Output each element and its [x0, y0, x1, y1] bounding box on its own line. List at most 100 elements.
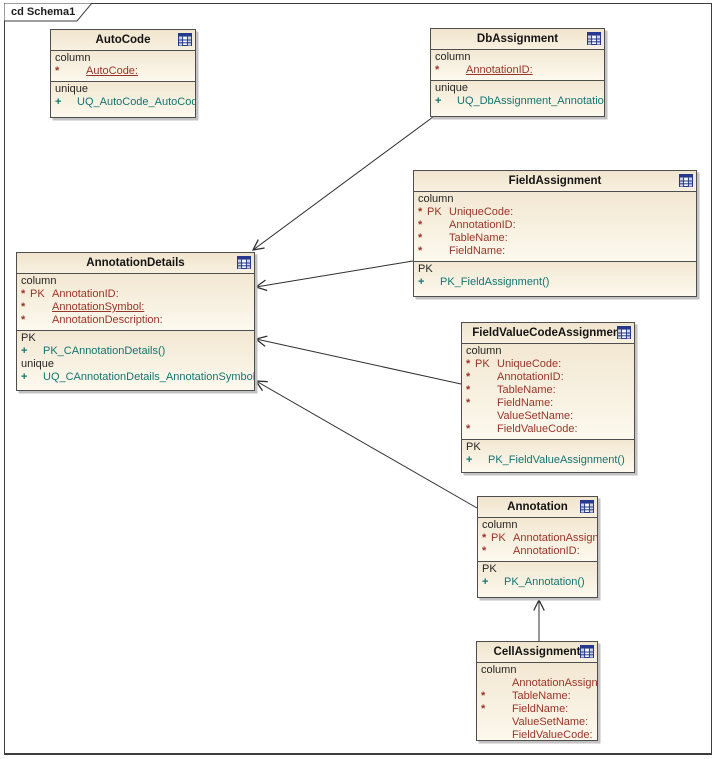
entity-annotation[interactable]: Annotationcolumn*PKAnnotationAssignID:*A…	[477, 496, 598, 598]
mandatory-star: *	[482, 532, 487, 544]
entity-header[interactable]: FieldValueCodeAssignment	[462, 323, 634, 343]
public-plus: +	[21, 371, 28, 383]
column-row[interactable]: *AnnotationID:	[462, 371, 634, 384]
operation-row[interactable]: +UQ_AutoCode_AutoCode()	[51, 96, 195, 109]
column-row[interactable]: AnnotationAssignID:	[477, 677, 597, 690]
column-name: AnnotationAssignID:	[513, 532, 598, 544]
entity-title: CellAssignment	[493, 646, 581, 658]
column-row[interactable]: *AnnotationID:	[431, 64, 604, 77]
section-label: column	[431, 51, 604, 64]
entity-section: PK+PK_Annotation()	[478, 561, 597, 597]
entity-section: unique+UQ_DbAssignment_AnnotationID()	[431, 80, 604, 116]
column-name: AnnotationID:	[449, 219, 516, 231]
section-label-text: unique	[55, 83, 89, 95]
connector-annotation-to-annotationdetails[interactable]	[256, 381, 478, 509]
section-label-text: PK	[418, 263, 433, 275]
entity-header[interactable]: Annotation	[478, 497, 597, 517]
connector-dbassignment-to-annotationdetails[interactable]	[253, 116, 434, 250]
column-name: AnnotationID:	[497, 371, 564, 383]
entity-header[interactable]: FieldAssignment	[414, 171, 696, 191]
column-name: ValueSetName:	[512, 716, 589, 728]
column-row[interactable]: *FieldName:	[462, 397, 634, 410]
public-plus: +	[482, 576, 489, 588]
section-label: PK	[17, 332, 254, 345]
column-row[interactable]: *AutoCode:	[51, 65, 195, 78]
entity-dbassignment[interactable]: DbAssignment column*AnnotationID: unique+U…	[430, 28, 605, 117]
entity-section: PK+ PK_FieldAssignment()	[414, 261, 696, 296]
column-row[interactable]: *TableName:	[477, 690, 597, 703]
column-row[interactable]: FieldValueCode:	[477, 729, 597, 741]
operation-row[interactable]: +PK_Annotation()	[478, 576, 597, 589]
mandatory-star: *	[418, 219, 423, 231]
mandatory-star: *	[482, 545, 487, 557]
mandatory-star: *	[466, 397, 471, 409]
operation-name: PK_CAnnotationDetails()	[43, 345, 166, 357]
connector-fieldvaluecodeassignment-to-annotationdetails[interactable]	[256, 339, 462, 385]
column-row[interactable]: ValueSetName:	[462, 410, 634, 423]
column-name: FieldValueCode:	[497, 423, 578, 435]
operation-row[interactable]: +UQ_CAnnotationDetails_AnnotationSymbol(…	[17, 371, 254, 384]
section-label: unique	[51, 83, 195, 96]
operation-row[interactable]: + PK_FieldAssignment()	[414, 276, 696, 289]
section-label-text: unique	[435, 82, 469, 94]
operation-row[interactable]: +PK_CAnnotationDetails()	[17, 345, 254, 358]
entity-title: AnnotationDetails	[86, 257, 185, 269]
entity-cellassignment[interactable]: CellAssignmentcolumnAnnotationAssignID:*…	[476, 641, 598, 741]
section-label: PK	[478, 563, 597, 576]
column-name: AnnotationID:	[513, 545, 580, 557]
column-row[interactable]: *FieldValueCode:	[462, 423, 634, 436]
entity-title: FieldAssignment	[508, 175, 602, 187]
column-row[interactable]: *TableName:	[462, 384, 634, 397]
column-row[interactable]: ValueSetName:	[477, 716, 597, 729]
operation-row[interactable]: +UQ_DbAssignment_AnnotationID()	[431, 95, 604, 108]
connector-fieldassignment-to-annotationdetails[interactable]	[256, 260, 414, 287]
frame-label-tab	[4, 3, 93, 22]
column-name: UniqueCode:	[497, 358, 562, 370]
operation-name: PK_FieldValueAssignment()	[488, 454, 625, 466]
entity-section: PK+PK_CAnnotationDetails()unique+UQ_CAnn…	[17, 330, 254, 390]
table-icon	[679, 174, 693, 187]
section-label-text: column	[481, 664, 517, 676]
entity-header[interactable]: AnnotationDetails	[17, 253, 254, 273]
entity-header[interactable]: CellAssignment	[477, 642, 597, 662]
column-name: FieldValueCode:	[512, 729, 593, 741]
pk-flag: PK	[475, 358, 490, 370]
column-row[interactable]: *FieldName:	[477, 703, 597, 716]
pk-flag: PK	[30, 288, 45, 300]
column-row[interactable]: *TableName:	[414, 232, 696, 245]
entity-header[interactable]: DbAssignment	[431, 29, 604, 49]
section-label: column	[414, 193, 696, 206]
column-name: TableName:	[497, 384, 556, 396]
diagram-frame	[4, 3, 712, 755]
table-icon	[580, 500, 594, 513]
section-label: PK	[414, 263, 696, 276]
mandatory-star: *	[418, 245, 423, 257]
operation-row[interactable]: +PK_FieldValueAssignment()	[462, 454, 634, 467]
section-label-text: column	[435, 51, 471, 63]
column-row[interactable]: * PK AnnotationAssignID:	[478, 532, 597, 545]
column-row[interactable]: *AnnotationSymbol:	[17, 301, 254, 314]
pk-flag: PK	[491, 532, 506, 544]
operation-name: PK_FieldAssignment()	[440, 276, 550, 288]
section-label: column	[477, 664, 597, 677]
public-plus: +	[418, 276, 425, 288]
column-name: AnnotationAssignID:	[512, 677, 598, 689]
column-row[interactable]: * AnnotationID:	[414, 219, 696, 232]
mandatory-star: *	[418, 206, 423, 218]
column-name: AnnotationID:	[466, 64, 533, 76]
section-label: unique	[17, 358, 254, 371]
entity-header[interactable]: AutoCode	[51, 30, 195, 50]
column-row[interactable]: * AnnotationID:	[478, 545, 597, 558]
column-row[interactable]: *AnnotationDescription:	[17, 314, 254, 327]
column-row[interactable]: *FieldName:	[414, 245, 696, 258]
section-label: column	[478, 519, 597, 532]
